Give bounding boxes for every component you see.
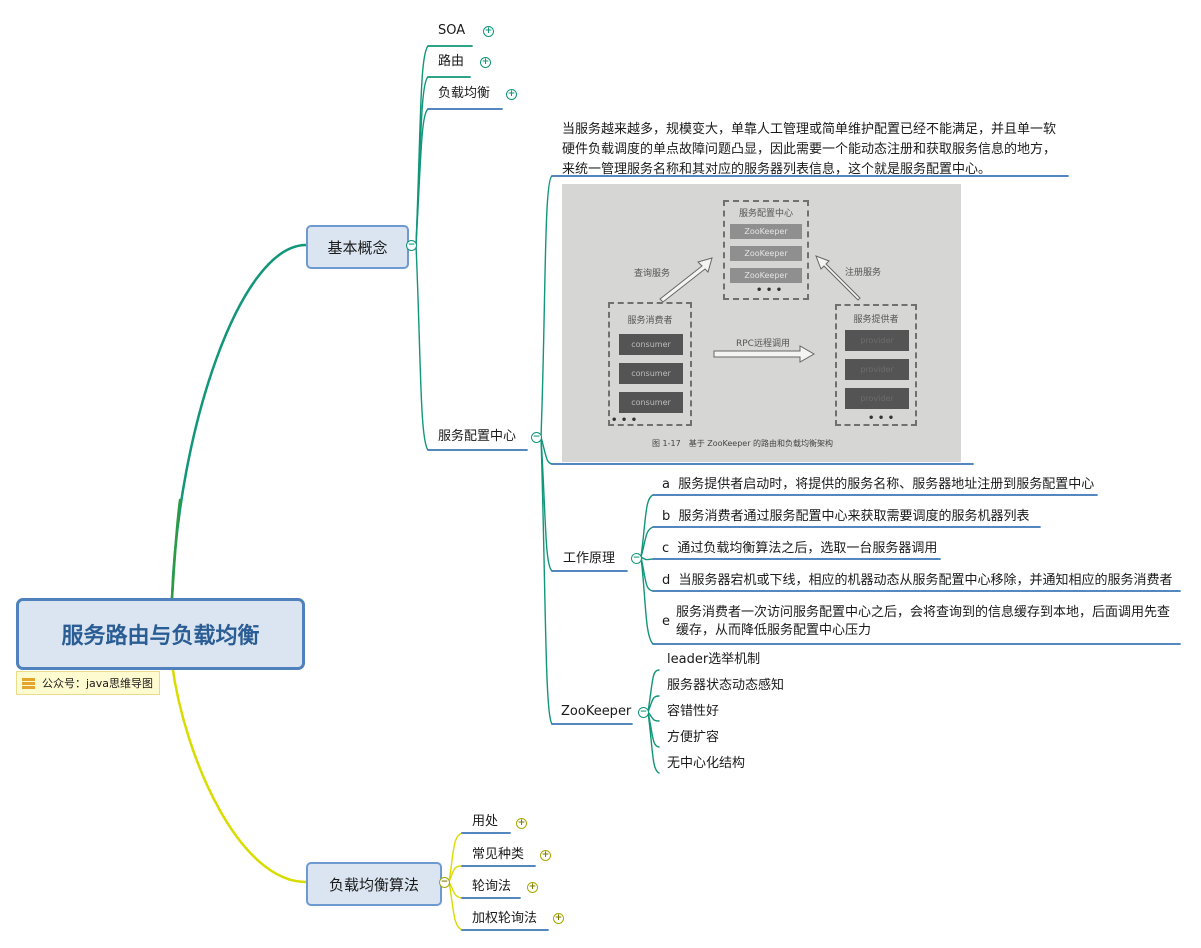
query-arrow-icon	[660, 258, 712, 302]
principle-item[interactable]: a 服务提供者启动时，将提供的服务名称、服务器地址注册到服务配置中心	[662, 476, 1094, 494]
config-center-description: 当服务越来越多，规模变大，单靠人工管理或简单维护配置已经不能满足，并且单一软硬件…	[562, 120, 1067, 180]
item-tag: b	[662, 509, 670, 524]
zookeeper-item[interactable]: 容错性好	[667, 703, 719, 721]
expand-icon[interactable]: +	[480, 57, 491, 68]
item-text: 服务消费者通过服务配置中心来获取需要调度的服务机器列表	[679, 509, 1030, 524]
topic-common-types[interactable]: 常见种类	[472, 846, 524, 864]
figure-arrows	[562, 184, 961, 462]
principle-item-line1[interactable]: 服务消费者一次访问服务配置中心之后，会将查询到的信息缓存到本地，后面调用先查	[676, 604, 1170, 622]
topic-load-balancing-algorithms[interactable]: 负载均衡算法	[306, 862, 442, 906]
collapse-icon[interactable]: −	[631, 553, 642, 564]
item-text: 当服务器宕机或下线，相应的机器动态从服务配置中心移除，并通知相应的服务消费者	[679, 573, 1173, 588]
topic-soa[interactable]: SOA	[438, 22, 465, 40]
architecture-figure: 服务配置中心 ZooKeeper ZooKeeper ZooKeeper • •…	[562, 184, 961, 462]
note-text: 公众号：java思维导图	[42, 675, 153, 691]
expand-icon[interactable]: +	[516, 818, 527, 829]
item-text: 通过负载均衡算法之后，选取一台服务器调用	[677, 541, 937, 556]
principle-item[interactable]: c 通过负载均衡算法之后，选取一台服务器调用	[662, 540, 937, 558]
topic-weighted-round-robin[interactable]: 加权轮询法	[472, 910, 537, 928]
item-text: 服务提供者启动时，将提供的服务名称、服务器地址注册到服务配置中心	[678, 477, 1094, 492]
notes-icon	[22, 678, 35, 689]
topic-zookeeper[interactable]: ZooKeeper	[561, 703, 631, 721]
principle-item-line2[interactable]: 缓存，从而降低服务配置中心压力	[676, 622, 871, 640]
principle-item[interactable]: d 当服务器宕机或下线，相应的机器动态从服务配置中心移除，并通知相应的服务消费者	[662, 572, 1173, 590]
topic-usage[interactable]: 用处	[472, 813, 498, 831]
collapse-icon[interactable]: −	[531, 432, 542, 443]
topic-working-principle[interactable]: 工作原理	[563, 550, 615, 568]
rpc-call-label: RPC远程调用	[736, 336, 790, 349]
collapse-icon[interactable]: −	[406, 240, 417, 251]
note-label: 公众号：java思维导图	[16, 671, 160, 695]
zookeeper-item[interactable]: 服务器状态动态感知	[667, 677, 784, 695]
item-tag: c	[662, 541, 669, 556]
register-arrow-icon	[816, 256, 860, 300]
item-tag: a	[662, 477, 670, 492]
zookeeper-item[interactable]: leader选举机制	[667, 651, 760, 669]
topic-round-robin[interactable]: 轮询法	[472, 878, 511, 896]
expand-icon[interactable]: +	[527, 882, 538, 893]
expand-icon[interactable]: +	[483, 26, 494, 37]
collapse-icon[interactable]: −	[439, 877, 450, 888]
topic-basic-concepts[interactable]: 基本概念	[306, 225, 409, 269]
expand-icon[interactable]: +	[506, 89, 517, 100]
item-tag: d	[662, 573, 670, 588]
zookeeper-item[interactable]: 无中心化结构	[667, 755, 745, 773]
topic-load-balancing[interactable]: 负载均衡	[438, 85, 490, 103]
expand-icon[interactable]: +	[553, 913, 564, 924]
figure-caption: 图 1-17 基于 ZooKeeper 的路由和负载均衡架构	[652, 438, 833, 449]
topic-routing[interactable]: 路由	[438, 53, 464, 71]
query-service-label: 查询服务	[634, 266, 670, 279]
zookeeper-item[interactable]: 方便扩容	[667, 729, 719, 747]
register-service-label: 注册服务	[845, 265, 881, 278]
topic-config-center[interactable]: 服务配置中心	[438, 428, 516, 446]
expand-icon[interactable]: +	[540, 850, 551, 861]
collapse-icon[interactable]: −	[638, 707, 649, 718]
root-topic[interactable]: 服务路由与负载均衡	[16, 598, 305, 670]
principle-item-tag: e	[662, 613, 670, 631]
principle-item[interactable]: b 服务消费者通过服务配置中心来获取需要调度的服务机器列表	[662, 508, 1030, 526]
